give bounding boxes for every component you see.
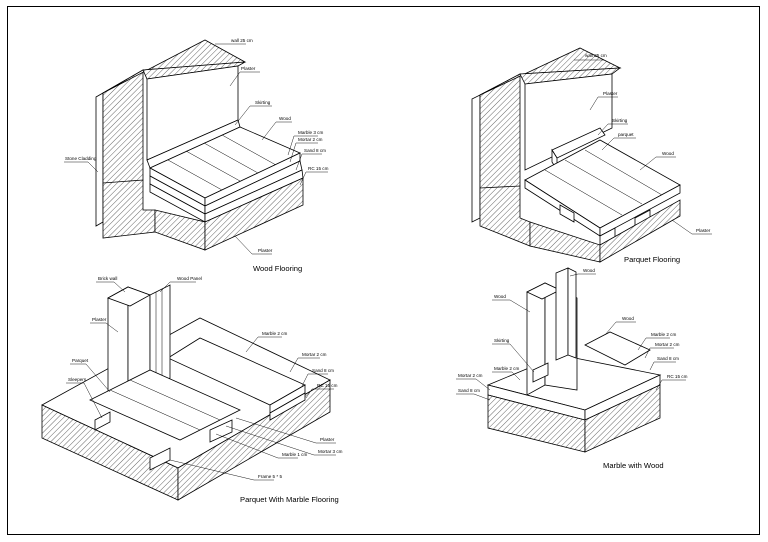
label-mortar-left: Mortar 2 cm xyxy=(458,373,483,378)
label-wood-top: Wood xyxy=(583,268,595,273)
label-skirting: Skirting xyxy=(494,338,510,343)
wood-flooring-labels: wall 25 cm Plaster Skirting Wood Marble … xyxy=(64,38,329,273)
stone-cladding xyxy=(95,92,104,227)
slab-side xyxy=(584,384,661,453)
sleeper xyxy=(94,411,111,431)
label-sand-left: Sand 8 cm xyxy=(458,388,480,393)
label-skirting: Skirting xyxy=(255,100,271,105)
label-marble-left: Marble 2 cm xyxy=(494,366,519,371)
label-sleepers: Sleepers xyxy=(68,377,87,382)
label-parquet: Parquet xyxy=(72,358,89,363)
label-sand: Sand 8 cm xyxy=(312,368,334,373)
label-marble-right: Marble 2 cm xyxy=(651,332,676,337)
label-parquet: parquet xyxy=(618,132,634,137)
parquet-marble-detail xyxy=(41,284,331,501)
label-stone: Stone Cladding xyxy=(65,156,97,161)
cladding xyxy=(471,94,481,223)
label-wood-panel: Wood Panel xyxy=(177,276,202,281)
label-rc: RC 15 cm xyxy=(317,383,338,388)
label-wood-left: Wood xyxy=(494,294,506,299)
title-parquet-flooring: Parquet Flooring xyxy=(624,255,680,264)
parquet-flooring-labels: wall 25 cm Plaster Skirting parquet Wood… xyxy=(574,53,712,264)
label-mortar: Mortar 2 cm xyxy=(298,137,323,142)
label-mortar-3: Mortar 3 cm xyxy=(318,449,343,454)
label-plaster: Plaster xyxy=(241,66,256,71)
title-marble-wood: Marble with Wood xyxy=(603,461,664,470)
title-parquet-marble: Parquet With Marble Flooring xyxy=(240,495,339,504)
skirting xyxy=(532,362,549,383)
wood-post xyxy=(555,267,569,361)
label-mortar: Mortar 2 cm xyxy=(302,352,327,357)
label-wall: wall 25 cm xyxy=(231,38,253,43)
marble-block xyxy=(584,331,651,366)
label-rc: RC 15 cm xyxy=(308,166,329,171)
label-marble: Marble 3 cm xyxy=(298,130,323,135)
label-wood-right: Wood xyxy=(622,316,634,321)
slab-section xyxy=(102,179,156,239)
wall-plaster xyxy=(524,73,613,171)
label-plaster-bottom: Plaster xyxy=(696,228,711,233)
slab-side xyxy=(204,177,304,251)
label-mortar-right: Mortar 2 cm xyxy=(655,342,680,347)
label-marble: Marble 2 cm xyxy=(262,331,287,336)
sheet-border xyxy=(7,6,760,535)
label-brick-wall: Brick wall xyxy=(98,276,117,281)
slab-side xyxy=(599,199,681,263)
label-frame: Frame 5 * 5 xyxy=(258,474,282,479)
marble-wood-detail xyxy=(486,267,662,453)
wood-panel xyxy=(149,284,171,391)
parquet-flooring-detail xyxy=(471,47,681,263)
label-skirting: Skirting xyxy=(612,118,628,123)
label-wall: wall 25 cm xyxy=(585,53,607,58)
label-sand-right: Sand 8 cm xyxy=(657,356,679,361)
title-wood-flooring: Wood Flooring xyxy=(253,264,302,273)
label-plaster-bottom: Plaster xyxy=(258,248,273,253)
label-sand: Sand 8 cm xyxy=(304,148,326,153)
slab-section xyxy=(479,185,531,247)
label-wood: Wood xyxy=(662,151,674,156)
marble-wood-labels: Wood Wood Wood Skirting Marble 2 cm Mort… xyxy=(456,268,688,470)
label-plaster: Plaster xyxy=(92,317,107,322)
label-wood: Wood xyxy=(279,116,291,121)
parquet-marble-labels: Brick wall Wood Panel Plaster Parquet Sl… xyxy=(66,276,343,504)
wood-flooring-detail xyxy=(95,39,304,251)
label-plaster: Plaster xyxy=(603,91,618,96)
label-rc: RC 15 cm xyxy=(667,374,688,379)
label-plaster-bottom: Plaster xyxy=(320,437,335,442)
label-marble-1: Marble 1 cm xyxy=(282,452,307,457)
